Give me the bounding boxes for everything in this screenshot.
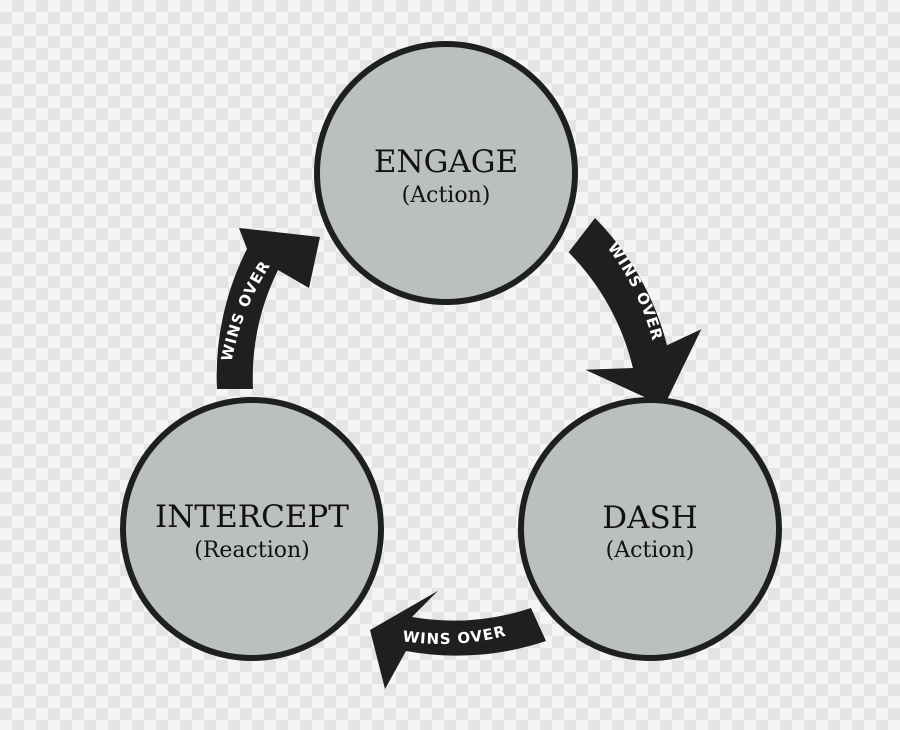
- arrow-engage-to-dash-shape: [568, 218, 702, 406]
- arrow-engage-to-dash: WINS OVER: [568, 218, 702, 406]
- node-intercept-circle: [120, 397, 384, 661]
- node-dash-subtitle: (Action): [606, 538, 695, 563]
- node-engage-subtitle: (Action): [402, 183, 491, 208]
- node-dash-title: DASH: [602, 500, 698, 536]
- arrow-dash-to-intercept: WINS OVER: [370, 590, 546, 689]
- arrow-intercept-to-engage: WINS OVER: [216, 228, 320, 389]
- node-engage-title: ENGAGE: [374, 144, 518, 180]
- node-engage-circle: [314, 41, 578, 305]
- node-dash-circle: [518, 397, 782, 661]
- node-intercept-title: INTERCEPT: [155, 499, 349, 535]
- node-intercept: INTERCEPT (Reaction): [120, 397, 384, 661]
- node-dash: DASH (Action): [518, 397, 782, 661]
- node-engage: ENGAGE (Action): [314, 41, 578, 305]
- node-intercept-subtitle: (Reaction): [194, 538, 309, 563]
- arrow-dash-to-intercept-shape: [370, 590, 546, 689]
- arrow-intercept-to-engage-shape: [216, 228, 320, 389]
